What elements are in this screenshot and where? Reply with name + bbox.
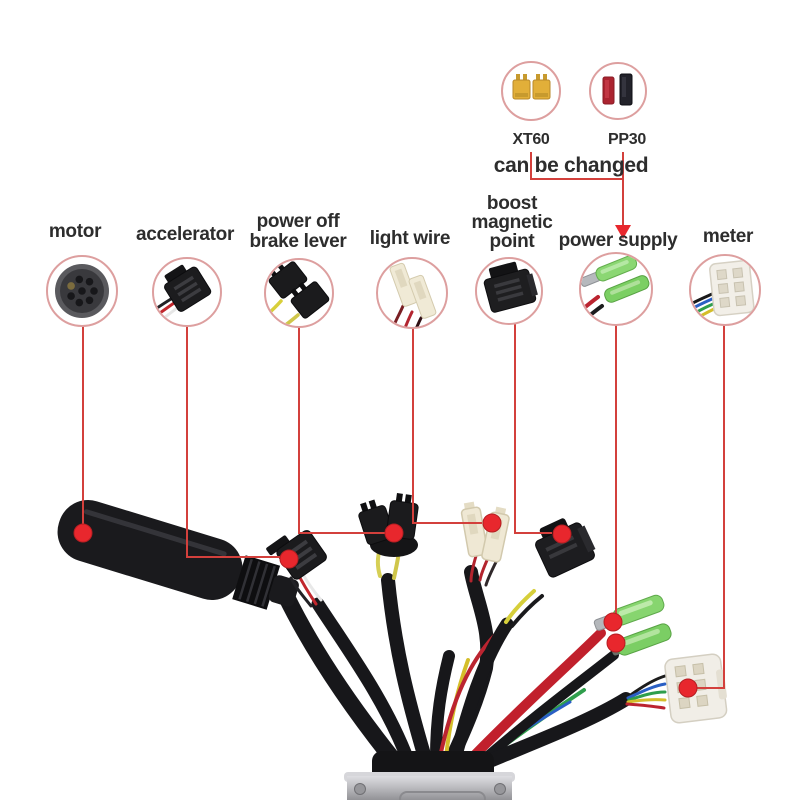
light-callout-line — [412, 328, 482, 524]
meter-callout-line — [697, 325, 725, 689]
boost-callout-line — [514, 324, 552, 534]
light-dot — [482, 513, 502, 533]
down-arrow-icon — [615, 225, 631, 239]
pp30-label: PP30 — [608, 131, 646, 148]
motor-dot — [73, 523, 93, 543]
meter-label: meter — [702, 226, 754, 247]
power-cable-photo — [465, 594, 672, 766]
red-wire-photo — [438, 630, 500, 759]
motor-label: motor — [48, 221, 102, 242]
center-cable-photo — [430, 650, 455, 764]
brake-dot — [384, 523, 404, 543]
boost-connector-icon — [483, 261, 538, 313]
callout-circles — [46, 61, 761, 329]
brake-callout-line — [298, 327, 385, 534]
callout-dots — [73, 513, 698, 698]
boost-dot — [552, 524, 572, 544]
accelerator-callout-line — [186, 326, 281, 558]
power-supply-label: power supply — [558, 230, 678, 251]
accelerator-label: accelerator — [135, 224, 235, 245]
controller-box-photo — [344, 751, 515, 800]
callout-lines — [82, 152, 725, 689]
light-connector-icon — [389, 262, 437, 327]
motor-connector-icon — [55, 264, 109, 318]
motor-cable-photo — [57, 500, 404, 771]
power-dot-2 — [606, 633, 626, 653]
meter-dot — [678, 678, 698, 698]
can-be-changed-note: can be changed — [493, 154, 649, 177]
accelerator-dot — [279, 549, 299, 569]
power-connector-icon — [581, 255, 650, 323]
xt60-label: XT60 — [512, 131, 550, 148]
meter-connector-icon — [691, 260, 755, 322]
xt60-circle — [501, 61, 561, 121]
brake-cable-photo — [358, 493, 432, 765]
xt60-connector-icon — [512, 74, 551, 100]
pp30-circle — [589, 62, 647, 120]
brake-label: power off brake lever — [249, 211, 347, 252]
power-dot-1 — [603, 612, 623, 632]
pp30-connector-icon — [602, 73, 633, 106]
light-wire-label: light wire — [369, 228, 451, 249]
xt60-callout-line — [530, 152, 623, 180]
boost-label: boost magnetic point — [471, 193, 553, 252]
